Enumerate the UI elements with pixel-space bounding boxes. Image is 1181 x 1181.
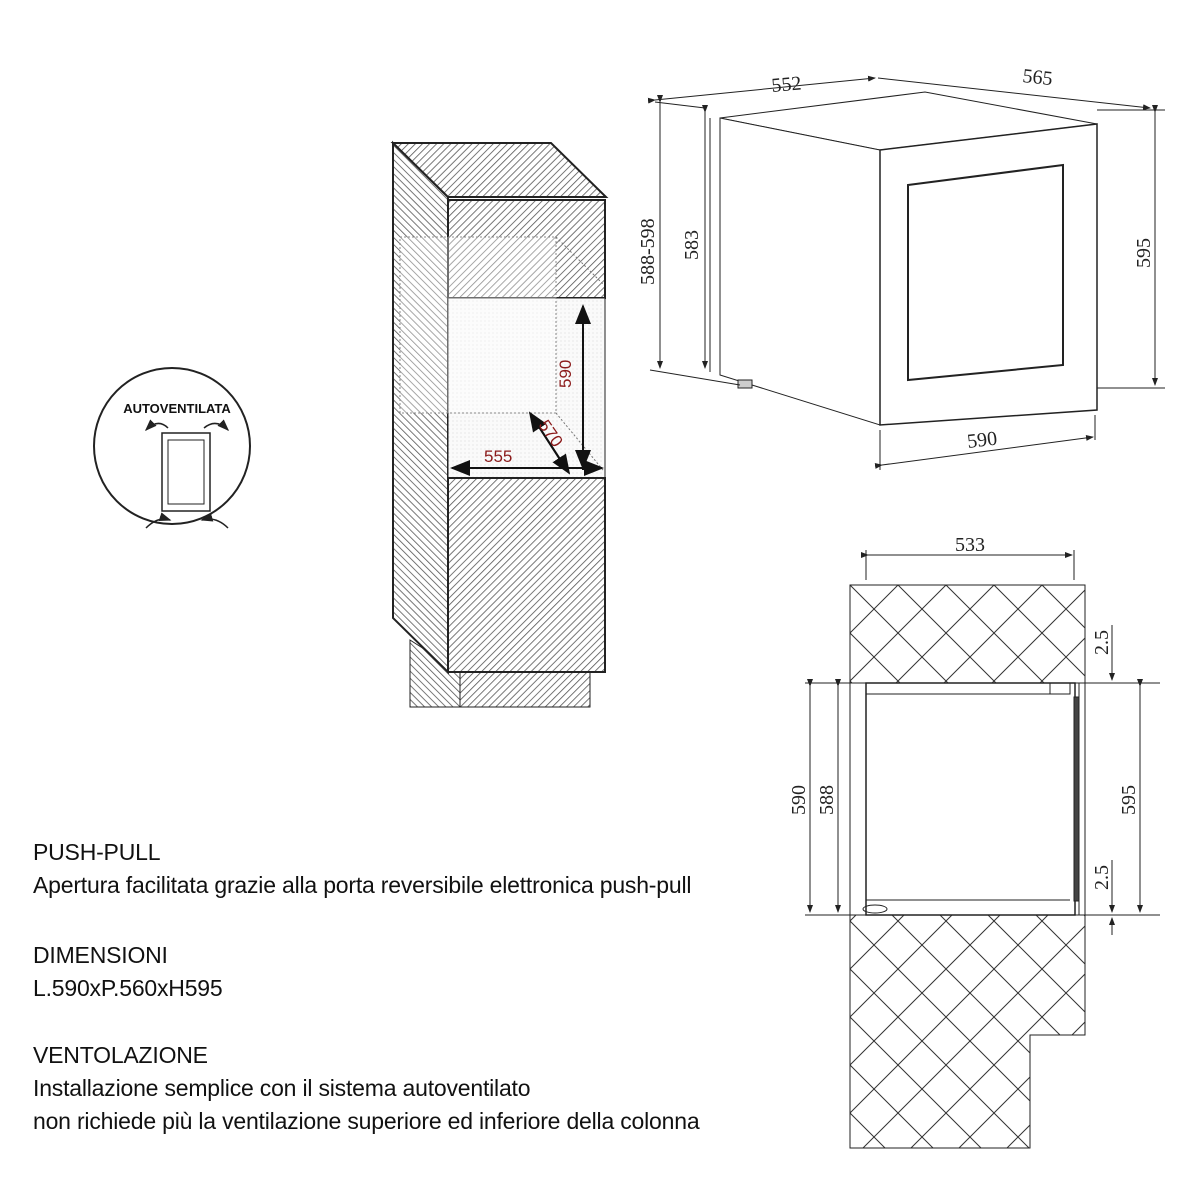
gap-bottom-label: 2.5 [1091,865,1113,890]
column-cabinet: 590 555 570 [390,140,609,708]
cabinet-width-label: 555 [484,447,512,466]
feature-description: L.590xP.560xH595 [33,975,223,1001]
airflow-arrow-icon [144,419,169,432]
appliance-height-left-label: 583 [681,230,703,260]
feature-title: PUSH-PULL [33,839,161,865]
feature-dimensions: DIMENSIONI L.590xP.560xH595 [33,939,223,1005]
cabinet-height-label: 590 [556,360,575,388]
appliance-height-right-label: 595 [1133,238,1155,268]
ventilation-label: AUTOVENTILATA [123,401,231,416]
appliance-width-bottom-label: 590 [966,427,998,452]
appliance-icon [161,432,211,512]
section-door-height-label: 595 [1118,785,1140,815]
feature-description: Installazione semplice con il sistema au… [33,1075,531,1101]
airflow-arrow-icon [200,512,229,529]
section-inner-height-label: 588 [816,785,838,815]
appliance-depth-label: 565 [1021,65,1053,90]
feature-title: VENTOLAZIONE [33,1042,208,1068]
installation-section-drawing [805,550,1160,1149]
airflow-arrow-icon [203,419,230,432]
appliance-width-top-label: 552 [771,72,803,97]
airflow-arrow-icon [145,512,172,529]
feature-push-pull: PUSH-PULL Apertura facilitata grazie all… [33,836,691,902]
feature-title: DIMENSIONI [33,942,168,968]
gap-top-label: 2.5 [1091,630,1113,655]
niche-range-label: 588-598 [637,218,659,285]
section-outer-height-label: 590 [788,785,810,815]
appliance-3d-drawing [647,75,1165,470]
section-top-width-label: 533 [955,534,985,556]
feature-description: non richiede più la ventilazione superio… [33,1108,700,1134]
feature-ventilation: VENTOLAZIONE Installazione semplice con … [33,1039,700,1138]
ventilation-badge: AUTOVENTILATA [93,367,251,529]
feature-description: Apertura facilitata grazie alla porta re… [33,872,692,898]
